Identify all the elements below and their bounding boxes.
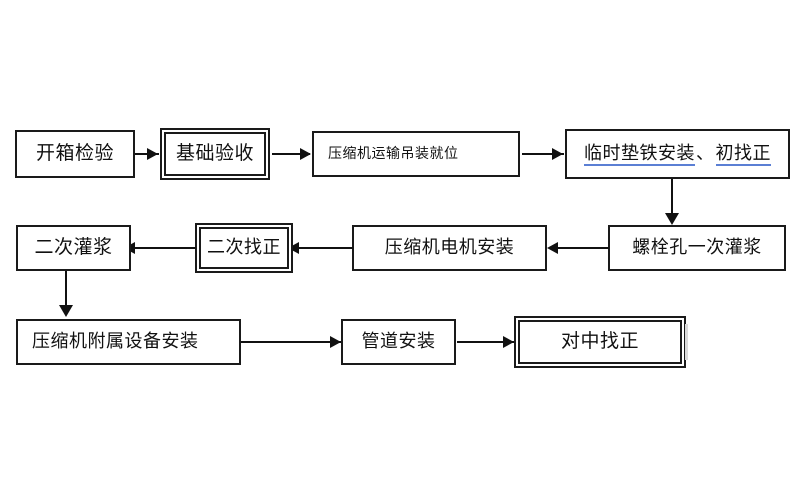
edge-n6-n7-line bbox=[298, 247, 353, 249]
node-label: 二次灌浆 bbox=[34, 236, 113, 258]
edge-n2-n3-line bbox=[272, 153, 310, 155]
node-kaixiang-jianyan[interactable]: 开箱检验 bbox=[15, 130, 135, 178]
node-label: 二次找正 bbox=[207, 237, 281, 258]
edge-n5-n6-line bbox=[557, 247, 609, 249]
edge-n9-n10-line bbox=[241, 341, 341, 343]
edge-n8-n9-arrowhead bbox=[59, 305, 73, 317]
node-luoshuankong-yici-guanjiang[interactable]: 螺栓孔一次灌浆 bbox=[608, 225, 786, 271]
edge-n9-n10-arrowhead bbox=[330, 336, 341, 348]
node-label: 对中找正 bbox=[560, 330, 639, 352]
edge-n2-n3-arrowhead bbox=[300, 148, 311, 160]
node-label: 压缩机附属设备安装 bbox=[32, 331, 199, 352]
node-label: 开箱检验 bbox=[35, 142, 114, 164]
edge-n5-n6-arrowhead bbox=[547, 242, 558, 254]
node-label: 螺栓孔一次灌浆 bbox=[632, 237, 762, 258]
edge-n3-n4-line bbox=[522, 153, 564, 155]
edge-n1-n2-arrowhead bbox=[147, 148, 158, 160]
node-label: 基础验收 bbox=[175, 142, 254, 164]
edge-n8-n9-line bbox=[65, 271, 67, 309]
node-linshi-dietie-anzhuang-chuzhaozheng[interactable]: 临时垫铁安装、初找正 bbox=[565, 129, 790, 179]
node-label: 管道安装 bbox=[361, 331, 436, 352]
edge-n3-n4-arrowhead bbox=[552, 148, 563, 160]
edge-n10-n11-line bbox=[457, 341, 514, 343]
edge-n4-n5-line bbox=[671, 179, 673, 217]
node-label-separator: 、 bbox=[696, 143, 715, 164]
node-label: 压缩机运输吊装就位 bbox=[328, 145, 459, 162]
edge-n7-n8-line bbox=[134, 247, 196, 249]
node-label-wrapper: 临时垫铁安装、初找正 bbox=[584, 143, 771, 167]
node-label: 压缩机电机安装 bbox=[384, 237, 515, 258]
edge-n4-n5-arrowhead bbox=[665, 213, 679, 225]
node-label-part2: 初找正 bbox=[715, 143, 771, 167]
node-guandao-anzhuang[interactable]: 管道安装 bbox=[341, 319, 456, 365]
node-jichu-yanshou[interactable]: 基础验收 bbox=[160, 128, 270, 180]
node-erci-zhaozheng[interactable]: 二次找正 bbox=[195, 223, 293, 273]
node-label-part1: 临时垫铁安装 bbox=[584, 143, 695, 167]
node-yasuoji-fushu-shebei-anzhuang[interactable]: 压缩机附属设备安装 bbox=[16, 319, 241, 365]
node-duizhong-zhaozheng[interactable]: 对中找正 bbox=[514, 316, 688, 368]
node-yasuoji-yunshu-diaozhuang-jiuwei[interactable]: 压缩机运输吊装就位 bbox=[312, 131, 520, 177]
node-yasuoji-dianji-anzhuang[interactable]: 压缩机电机安装 bbox=[352, 225, 547, 271]
edge-n6-n7-arrowhead bbox=[288, 242, 299, 254]
edge-n10-n11-arrowhead bbox=[503, 336, 514, 348]
node-erci-guanjiang[interactable]: 二次灌浆 bbox=[16, 225, 131, 271]
